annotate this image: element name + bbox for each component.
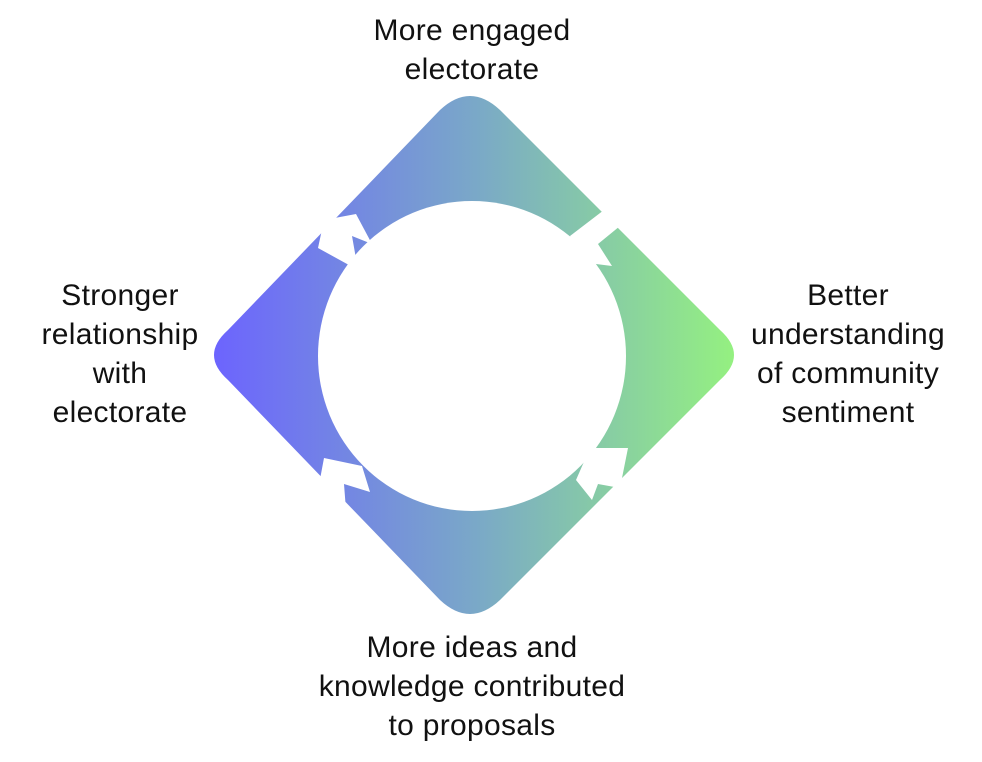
arrow-gap-bottom-right <box>576 448 628 500</box>
node-label-line: with <box>92 357 148 390</box>
node-label-line: electorate <box>52 396 188 429</box>
arrow-gap-top-left <box>318 214 372 270</box>
node-label-line: Better <box>807 279 889 312</box>
node-label-line: More engaged <box>373 14 571 47</box>
cycle-center-circle <box>318 201 626 511</box>
node-label-line: of community <box>757 357 939 390</box>
node-label-line: relationship <box>41 318 199 351</box>
node-label-right: Better understanding of community sentim… <box>728 276 968 432</box>
node-label-line: understanding <box>750 318 946 351</box>
node-label-line: More ideas and <box>366 631 578 664</box>
node-label-line: to proposals <box>388 709 556 742</box>
node-label-line: knowledge contributed <box>318 670 626 703</box>
node-label-bottom: More ideas and knowledge contributed to … <box>272 628 672 745</box>
node-label-left: Stronger relationship with electorate <box>15 276 225 432</box>
node-label-line: sentiment <box>781 396 915 429</box>
node-label-line: Stronger <box>61 279 179 312</box>
node-label-top: More engaged electorate <box>322 11 622 89</box>
node-label-line: electorate <box>404 53 540 86</box>
arrow-gap-bottom-left <box>318 458 370 510</box>
